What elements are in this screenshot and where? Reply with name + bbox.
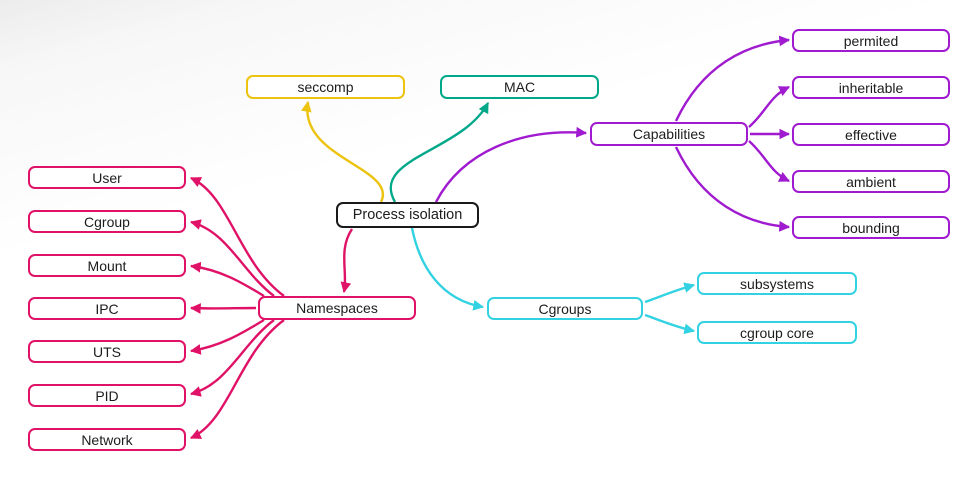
edge-namespaces-mount	[189, 261, 265, 298]
node-seccomp-label: seccomp	[297, 79, 354, 95]
node-mount[interactable]: Mount	[28, 254, 186, 277]
node-uts-label: UTS	[93, 343, 121, 360]
node-ipc[interactable]: IPC	[28, 297, 186, 320]
node-subsystems-label: subsystems	[740, 275, 814, 292]
node-ipc-label: IPC	[95, 300, 119, 317]
node-user-label: User	[92, 169, 122, 186]
edge-namespaces-cgroup	[189, 219, 275, 297]
node-network[interactable]: Network	[28, 428, 186, 451]
node-seccomp[interactable]: seccomp	[246, 75, 405, 99]
edge-capabilities-inheritable	[748, 85, 790, 128]
node-effective[interactable]: effective	[792, 123, 950, 146]
edge-capabilities-ambient	[748, 140, 790, 183]
node-cgroups-label: Cgroups	[538, 300, 592, 317]
edge-root-namespaces	[340, 228, 354, 294]
edge-namespaces-network	[190, 319, 285, 440]
node-capabilities[interactable]: Capabilities	[590, 122, 748, 146]
node-permited[interactable]: permited	[792, 29, 950, 52]
node-permited-label: permited	[843, 32, 899, 49]
node-cgroup-core-label: cgroup core	[740, 324, 814, 341]
node-mac[interactable]: MAC	[440, 75, 599, 99]
node-cgroup-core[interactable]: cgroup core	[697, 321, 857, 344]
node-namespaces-label: Namespaces	[296, 300, 378, 316]
edge-capabilities-bounding	[674, 146, 791, 232]
node-process-isolation-label: Process isolation	[352, 207, 463, 223]
node-process-isolation[interactable]: Process isolation	[336, 202, 479, 228]
node-uts[interactable]: UTS	[28, 340, 186, 363]
node-cgroup[interactable]: Cgroup	[28, 210, 186, 233]
node-mount-label: Mount	[87, 257, 127, 274]
node-pid-label: PID	[95, 387, 119, 404]
node-mac-label: MAC	[503, 79, 536, 95]
node-cgroups[interactable]: Cgroups	[487, 297, 643, 320]
edge-namespaces-pid	[189, 319, 275, 397]
edge-root-cgroups	[410, 227, 485, 311]
edge-namespaces-uts	[189, 318, 265, 355]
node-inheritable[interactable]: inheritable	[792, 76, 950, 99]
node-namespaces[interactable]: Namespaces	[258, 296, 416, 320]
edge-capabilities-permited	[674, 35, 791, 122]
node-bounding-label: bounding	[842, 219, 900, 236]
edge-cgroups-subsystems	[644, 282, 696, 304]
node-cgroup-label: Cgroup	[84, 213, 130, 230]
node-network-label: Network	[81, 431, 133, 448]
node-subsystems[interactable]: subsystems	[697, 272, 857, 295]
edge-cgroups-cgroup-core	[644, 313, 696, 335]
node-inheritable-label: inheritable	[838, 79, 904, 96]
node-effective-label: effective	[845, 126, 897, 143]
edge-root-capabilities	[434, 126, 588, 203]
node-capabilities-label: Capabilities	[632, 126, 706, 142]
edge-namespaces-user	[190, 176, 285, 297]
node-ambient[interactable]: ambient	[792, 170, 950, 193]
node-pid[interactable]: PID	[28, 384, 186, 407]
node-user[interactable]: User	[28, 166, 186, 189]
edge-root-seccomp	[300, 100, 385, 203]
node-bounding[interactable]: bounding	[792, 216, 950, 239]
node-ambient-label: ambient	[846, 173, 896, 190]
edge-root-mac	[389, 102, 490, 203]
